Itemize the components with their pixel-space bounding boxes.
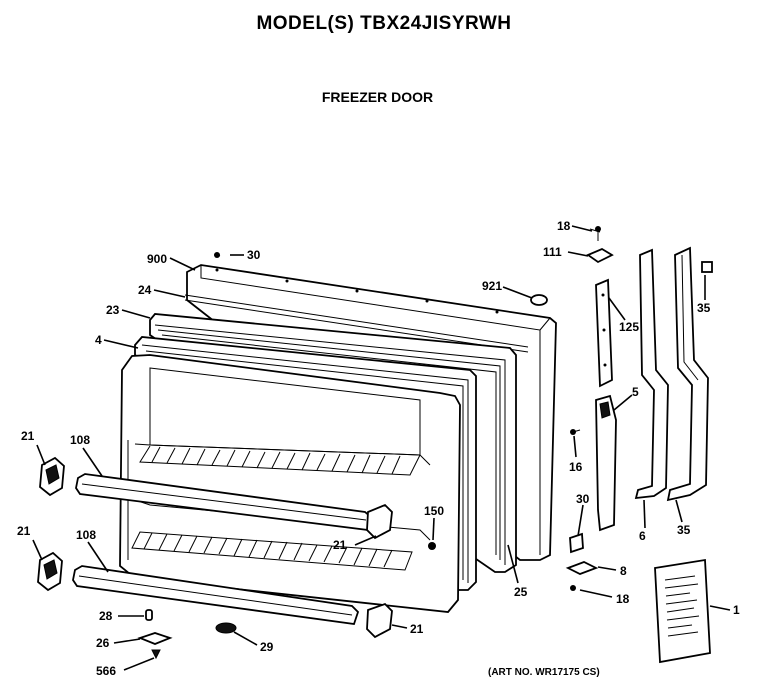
screw-150 (428, 542, 436, 550)
callout-21-bot: 21 (410, 622, 424, 636)
end-cap-right-lower (366, 602, 393, 639)
callout-6: 6 (639, 529, 646, 543)
callout-labels: 18 111 900 30 24 921 125 35 23 4 5 21 10… (17, 219, 740, 678)
callout-921: 921 (482, 279, 502, 293)
end-cap-left-upper (39, 456, 65, 497)
callout-150: 150 (424, 504, 444, 518)
callout-30-mid: 30 (576, 492, 590, 506)
hinge-strip-125 (595, 278, 613, 388)
shim-30-mid (569, 532, 584, 554)
bracket-5 (595, 394, 617, 532)
model-title: MODEL(S) TBX24JISYRWH (256, 13, 512, 34)
bracket-8 (565, 561, 599, 575)
bumper-29 (215, 622, 237, 634)
shelf-bar-lower (72, 565, 360, 625)
hinge-111 (586, 247, 614, 264)
section-title: FREEZER DOOR (321, 89, 434, 105)
callout-108-b: 108 (76, 528, 96, 542)
screw-18-bot (570, 585, 576, 591)
callout-566: 566 (96, 664, 116, 678)
callout-26: 26 (96, 636, 110, 650)
screw-icon (589, 226, 601, 241)
callout-5: 5 (632, 385, 639, 399)
callout-23: 23 (106, 303, 120, 317)
door-arm-6 (634, 248, 669, 500)
instruction-card (654, 558, 711, 664)
screw-566 (151, 649, 161, 660)
callout-30-top: 30 (247, 248, 261, 262)
screw-30-top (214, 252, 221, 258)
callout-108-a: 108 (70, 433, 90, 447)
art-number: (ART NO. WR17175 CS) (488, 667, 600, 678)
callout-28: 28 (99, 609, 113, 623)
screw-16 (570, 429, 581, 435)
callout-16: 16 (569, 460, 583, 474)
callout-35-top: 35 (697, 301, 711, 315)
door-gasket-strip (184, 294, 529, 353)
callout-8: 8 (620, 564, 627, 578)
callout-18-top: 18 (557, 219, 571, 233)
nut-28 (145, 609, 153, 621)
callout-35-bot: 35 (677, 523, 691, 537)
callout-1: 1 (733, 603, 740, 617)
clip-35-top (701, 261, 713, 273)
door-arm-35 (666, 246, 709, 502)
callout-125: 125 (619, 320, 639, 334)
callout-25: 25 (514, 585, 528, 599)
callout-900: 900 (147, 252, 167, 266)
callout-21-mid: 21 (333, 538, 347, 552)
plate-26 (137, 632, 173, 645)
leader-lines (32, 225, 731, 671)
end-cap-left-lower (37, 551, 63, 592)
callout-4: 4 (95, 333, 102, 347)
door-basket (119, 354, 461, 613)
callout-18-bot: 18 (616, 592, 630, 606)
plug-921 (530, 294, 548, 306)
callout-21-b: 21 (17, 524, 31, 538)
callout-24: 24 (138, 283, 152, 297)
end-cap-right-upper (366, 503, 393, 540)
callout-21-a: 21 (21, 429, 35, 443)
callout-111: 111 (543, 245, 562, 259)
callout-29: 29 (260, 640, 274, 654)
